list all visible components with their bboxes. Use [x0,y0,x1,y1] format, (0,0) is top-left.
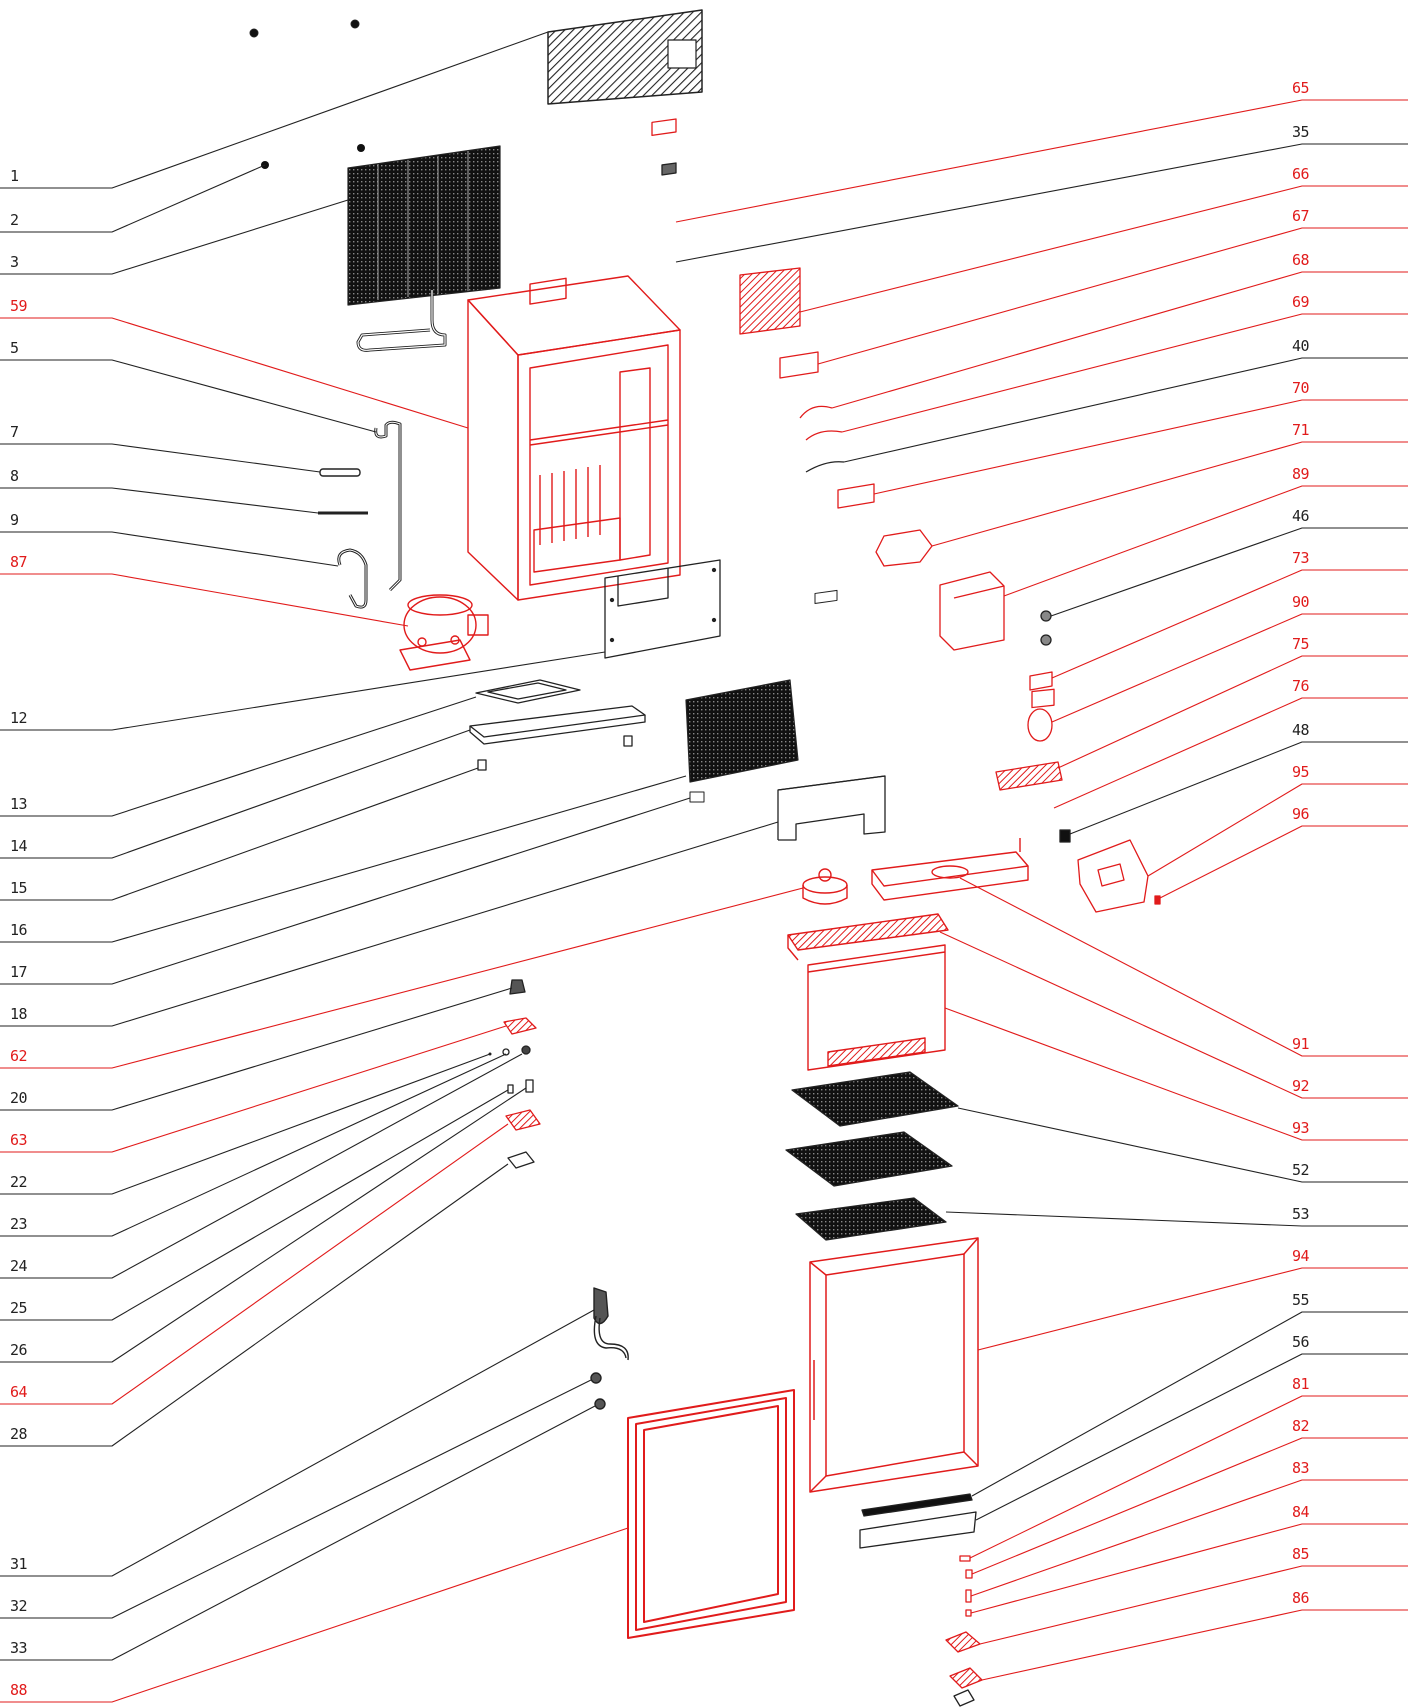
callout-16: 16 [10,921,28,939]
callout-5: 5 [10,339,19,357]
callout-68: 68 [1292,251,1310,269]
callout-12: 12 [10,709,28,727]
callout-83: 83 [1292,1459,1310,1477]
part-evaporator [685,589,838,803]
callout-69: 69 [1292,293,1310,311]
callout-86: 86 [1292,1589,1310,1607]
callout-84: 84 [1292,1503,1310,1521]
part-rear-grille [249,9,703,105]
part-fan [802,868,848,905]
part-crossbar [787,913,949,961]
part-condenser [261,144,501,352]
callout-75: 75 [1292,635,1310,653]
callout-26: 26 [10,1341,28,1359]
callout-40: 40 [1292,337,1310,355]
callout-91: 91 [1292,1035,1310,1053]
callout-23: 23 [10,1215,28,1233]
callout-18: 18 [10,1005,28,1023]
part-door [809,1237,979,1493]
callout-25: 25 [10,1299,28,1317]
callout-88: 88 [10,1681,28,1699]
part-cabinet [467,275,681,601]
callout-63: 63 [10,1131,28,1149]
callout-14: 14 [10,837,28,855]
callout-94: 94 [1292,1247,1310,1265]
callout-81: 81 [1292,1375,1310,1393]
callout-82: 82 [1292,1417,1310,1435]
callout-22: 22 [10,1173,28,1191]
callout-1: 1 [10,167,19,185]
part-tubing [318,420,402,609]
callout-7: 7 [10,423,19,441]
callout-95: 95 [1292,763,1310,781]
callout-65: 65 [1292,79,1310,97]
part-sheet-cover [777,775,886,841]
callout-87: 87 [10,553,28,571]
part-compressor [399,594,489,671]
callout-59: 59 [10,297,28,315]
callout-93: 93 [1292,1119,1310,1137]
callout-85: 85 [1292,1545,1310,1563]
callout-64: 64 [10,1383,28,1401]
callout-62: 62 [10,1047,28,1065]
callout-24: 24 [10,1257,28,1275]
callout-28: 28 [10,1425,28,1443]
callout-2: 2 [10,211,19,229]
callout-46: 46 [1292,507,1310,525]
part-hinges [945,1555,983,1707]
callout-90: 90 [1292,593,1310,611]
callout-70: 70 [1292,379,1310,397]
callout-48: 48 [1292,721,1310,739]
part-controls-cluster [651,118,1161,913]
callout-31: 31 [10,1555,28,1573]
part-small-parts [488,979,541,1169]
part-door-gasket [627,1389,795,1639]
callout-53: 53 [1292,1205,1310,1223]
callout-17: 17 [10,963,28,981]
callout-3: 3 [10,253,19,271]
callout-20: 20 [10,1089,28,1107]
callout-89: 89 [1292,465,1310,483]
callout-67: 67 [1292,207,1310,225]
part-top-panel [871,838,1029,901]
callout-13: 13 [10,795,28,813]
leader-lines [0,31,1408,1703]
part-power-cord [590,1287,629,1410]
callout-96: 96 [1292,805,1310,823]
callout-92: 92 [1292,1077,1310,1095]
callout-76: 76 [1292,677,1310,695]
callout-15: 15 [10,879,28,897]
callout-73: 73 [1292,549,1310,567]
callout-56: 56 [1292,1333,1310,1351]
callout-33: 33 [10,1639,28,1657]
part-back-panel [604,559,721,659]
callout-8: 8 [10,467,19,485]
part-base-tray [469,679,646,771]
part-handle [859,1493,977,1549]
part-shelves [785,1071,959,1241]
part-control-panel [807,944,946,1071]
parts-layer [0,9,1408,1707]
callout-32: 32 [10,1597,28,1615]
callout-9: 9 [10,511,19,529]
callout-35: 35 [1292,123,1310,141]
callout-55: 55 [1292,1291,1310,1309]
callout-71: 71 [1292,421,1310,439]
callout-66: 66 [1292,165,1310,183]
callout-52: 52 [1292,1161,1310,1179]
